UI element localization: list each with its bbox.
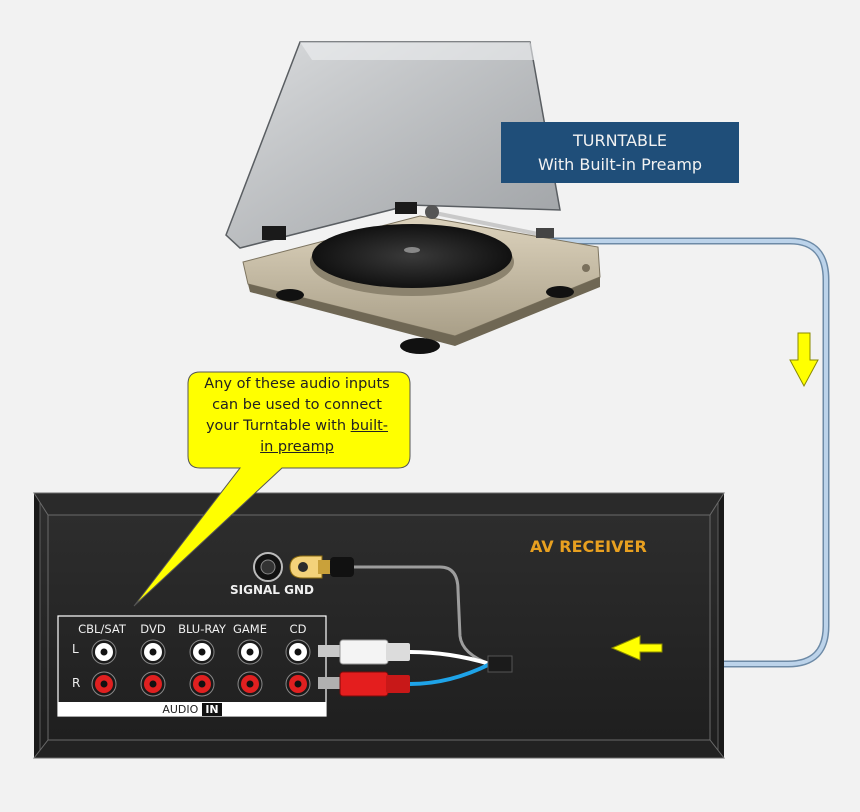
rca-jack-dvd-r — [140, 671, 166, 697]
turntable-label-line1: TURNTABLE — [572, 130, 668, 150]
rca-jack-blu-ray-r — [189, 671, 215, 697]
platter — [312, 224, 512, 288]
audio-in-strip: AUDIO IN — [58, 702, 326, 716]
input-label-cbl-sat: CBL/SAT — [78, 622, 126, 636]
receiver-label: AV RECEIVER — [530, 537, 647, 556]
rca-jack-cbl-sat-r — [91, 671, 117, 697]
audio-section-badge: IN — [202, 702, 222, 716]
callout-text: Any of these audio inputs can be used to… — [188, 374, 406, 466]
channel-label-r: R — [72, 676, 81, 690]
channel-label-l: L — [72, 642, 79, 656]
input-label-game: GAME — [233, 622, 267, 636]
input-label-cd: CD — [289, 622, 307, 636]
audio-section-label: AUDIO — [162, 702, 199, 716]
callout-line3-underlined: built- — [350, 418, 389, 434]
ground-wire — [354, 565, 491, 666]
turntable-label-box: TURNTABLE With Built-in Preamp — [501, 122, 739, 183]
audio-input-panel — [57, 615, 327, 717]
input-label-dvd: DVD — [140, 622, 166, 636]
signal-gnd-label: SIGNAL GND — [230, 583, 314, 597]
callout-line3: your Turntable with built- — [188, 416, 406, 437]
turntable-illustration — [225, 41, 601, 354]
rca-jack-cd-r — [285, 671, 311, 697]
callout-line4: in preamp — [260, 439, 334, 455]
input-label-blu-ray: BLU-RAY — [178, 622, 226, 636]
rca-jack-game-l — [237, 639, 263, 665]
input-jacks — [91, 639, 311, 697]
callout-bubble — [133, 371, 411, 607]
callout-line2: can be used to connect — [212, 397, 382, 413]
rca-jack-game-r — [237, 671, 263, 697]
callout-line3-prefix: your Turntable with — [205, 418, 351, 434]
spade-connector-icon — [289, 555, 354, 579]
arrow-down-icon — [789, 332, 819, 388]
rca-jack-cbl-sat-l — [91, 639, 117, 665]
rca-jack-dvd-l — [140, 639, 166, 665]
rca-jack-blu-ray-l — [189, 639, 215, 665]
callout-line1: Any of these audio inputs — [204, 376, 390, 392]
rca-plug-icon — [318, 671, 410, 697]
right-channel-wire — [409, 662, 491, 686]
turntable-label-line2: With Built-in Preamp — [537, 154, 703, 174]
left-channel-wire — [409, 650, 491, 666]
rca-jack-cd-l — [285, 639, 311, 665]
rca-plug-icon — [318, 639, 410, 665]
arrow-left-icon — [610, 635, 663, 661]
